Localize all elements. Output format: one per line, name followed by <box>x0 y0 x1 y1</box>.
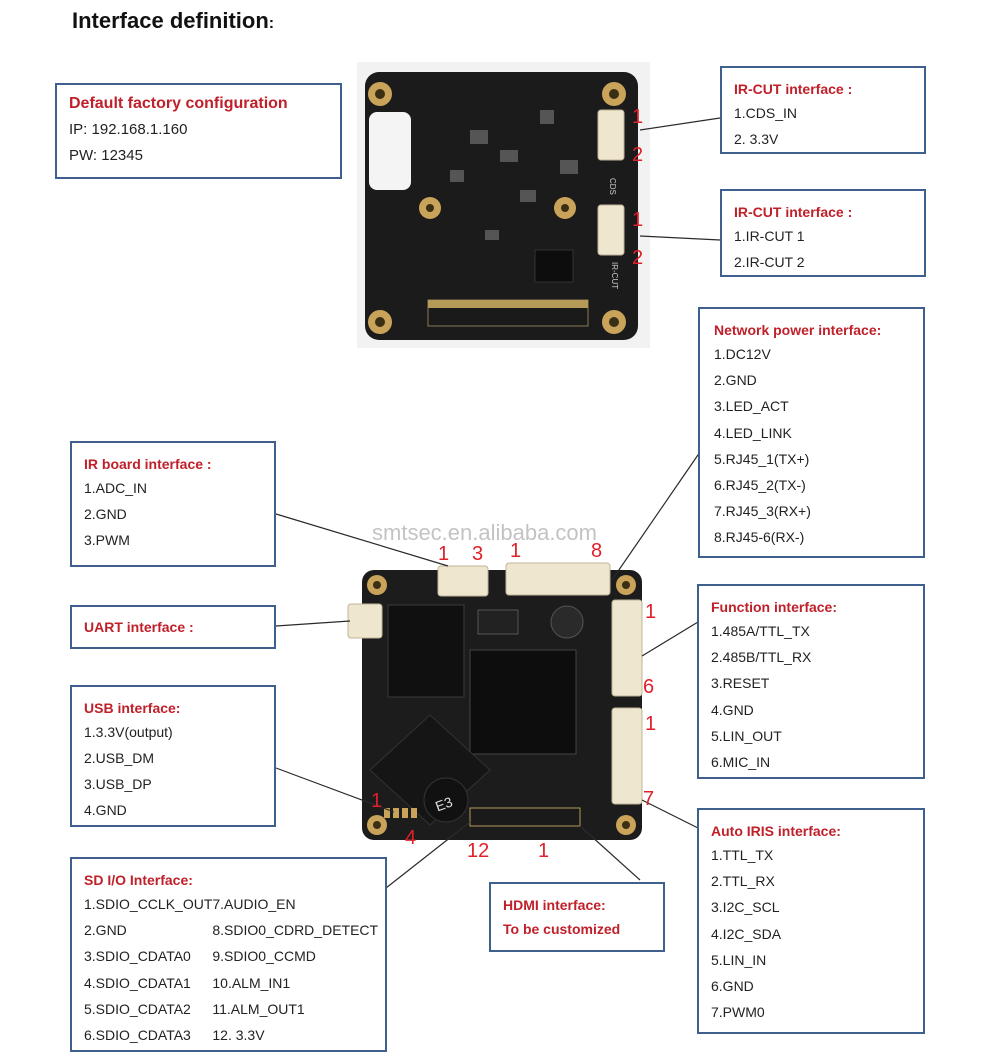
ircut-cds-box: IR-CUT interface : 1.CDS_IN 2. 3.3V <box>720 66 926 154</box>
pin-number: 1 <box>632 106 644 128</box>
function-line: 1.485A/TTL_TX <box>711 623 810 639</box>
pin-number: 2 <box>632 144 644 166</box>
pin-number: 1 <box>645 713 657 735</box>
hdmi-heading: HDMI interface: <box>503 897 606 913</box>
pin-number: 8 <box>591 540 603 562</box>
ircut-cds-line: 2. 3.3V <box>734 131 779 147</box>
main-board: E3 <box>347 562 643 840</box>
network-power-line: 1.DC12V <box>714 346 771 362</box>
ircut-line: 1.IR-CUT 1 <box>734 228 805 244</box>
usb-heading: USB interface: <box>84 700 181 716</box>
pin-number: 3 <box>472 543 484 565</box>
function-line: 6.MIC_IN <box>711 754 771 771</box>
function-heading: Function interface: <box>711 599 838 615</box>
pin-number: 6 <box>643 676 655 698</box>
function-line: 3.RESET <box>711 675 770 692</box>
factory-config-box: Default factory configuration IP: 192.16… <box>55 83 342 179</box>
ir-board-line: 2.GND <box>84 506 127 522</box>
ircut-cds-heading: IR-CUT interface : <box>734 81 853 97</box>
auto-iris-line: 1.TTL_TX <box>711 847 774 863</box>
hdmi-note: To be customized <box>503 921 621 937</box>
pin-number: 1 <box>510 540 522 562</box>
sdio-line: 7.AUDIO_EN <box>212 896 296 912</box>
network-power-line: 8.RJ45-6(RX-) <box>714 529 805 546</box>
usb-box: USB interface: 1.3.3V(output) 2.USB_DM 3… <box>70 685 276 827</box>
function-box: Function interface: 1.485A/TTL_TX 2.485B… <box>697 584 925 779</box>
sdio-line: 5.SDIO_CDATA2 <box>84 1000 191 1017</box>
factory-config-heading: Default factory configuration <box>69 95 288 112</box>
network-power-line: 7.RJ45_3(RX+) <box>714 503 811 520</box>
ir-board-line: 1.ADC_IN <box>84 480 148 496</box>
ircut-heading: IR-CUT interface : <box>734 204 853 220</box>
hdmi-box: HDMI interface: To be customized <box>489 882 665 952</box>
ircut-silk: IR-CUT <box>610 262 619 289</box>
sdio-line: 3.SDIO_CDATA0 <box>84 948 191 965</box>
pin-number: 1 <box>538 840 550 862</box>
sdio-line: 6.SDIO_CDATA3 <box>84 1027 191 1044</box>
auto-iris-line: 3.I2C_SCL <box>711 899 780 916</box>
pin-number: 1 <box>371 790 383 812</box>
pin-number: 12 <box>467 840 490 862</box>
sdio-line: 8.SDIO0_CDRD_DETECT <box>212 922 379 939</box>
ir-board-box: IR board interface : 1.ADC_IN 2.GND 3.PW… <box>70 441 276 567</box>
pin-number: 1 <box>645 601 657 623</box>
ir-board-heading: IR board interface : <box>84 456 212 472</box>
auto-iris-line: 4.I2C_SDA <box>711 925 782 942</box>
network-power-line: 6.RJ45_2(TX-) <box>714 477 806 494</box>
buzzer-silk: E3 <box>433 793 455 814</box>
sdio-line: 1.SDIO_CCLK_OUT <box>84 896 213 912</box>
page-title: Interface definition: <box>72 8 275 33</box>
top-board: CDS IR-CUT <box>357 62 650 348</box>
pin-number: 1 <box>438 543 450 565</box>
sdio-line: 2.GND <box>84 922 127 939</box>
function-line: 2.485B/TTL_RX <box>711 649 812 666</box>
auto-iris-line: 5.LIN_IN <box>711 951 767 968</box>
pin-number: 4 <box>405 827 417 849</box>
uart-heading: UART interface : <box>84 619 194 635</box>
sdio-line: 4.SDIO_CDATA1 <box>84 974 191 991</box>
network-power-box: Network power interface: 1.DC12V 2.GND 3… <box>698 307 925 558</box>
auto-iris-line: 6.GND <box>711 978 754 995</box>
ircut-box: IR-CUT interface : 1.IR-CUT 1 2.IR-CUT 2 <box>720 189 926 277</box>
sdio-line: 9.SDIO0_CCMD <box>212 948 316 965</box>
function-line: 4.GND <box>711 701 754 718</box>
sdio-box: SD I/O Interface: 1.SDIO_CCLK_OUT 2.GND … <box>70 857 387 1052</box>
factory-ip: IP: 192.168.1.160 <box>69 121 188 138</box>
sdio-line: 10.ALM_IN1 <box>212 974 291 991</box>
pin-number: 7 <box>643 788 655 810</box>
usb-line: 2.USB_DM <box>84 750 155 766</box>
usb-line: 3.USB_DP <box>84 776 152 792</box>
factory-pw: PW: 12345 <box>69 147 143 164</box>
pin-number: 1 <box>632 209 644 231</box>
network-power-line: 5.RJ45_1(TX+) <box>714 450 810 467</box>
uart-box: UART interface : <box>70 605 276 649</box>
network-power-heading: Network power interface: <box>714 322 882 338</box>
ircut-cds-line: 1.CDS_IN <box>734 105 798 121</box>
network-power-line: 4.LED_LINK <box>714 424 792 441</box>
ir-board-line: 3.PWM <box>84 532 130 548</box>
pin-number: 2 <box>632 247 644 269</box>
auto-iris-line: 7.PWM0 <box>711 1004 765 1021</box>
auto-iris-box: Auto IRIS interface: 1.TTL_TX 2.TTL_RX 3… <box>697 808 925 1034</box>
watermark: smtsec.en.alibaba.com <box>372 520 597 545</box>
network-power-line: 3.LED_ACT <box>714 398 789 415</box>
usb-line: 1.3.3V(output) <box>84 724 173 740</box>
auto-iris-line: 2.TTL_RX <box>711 873 775 890</box>
sdio-line: 11.ALM_OUT1 <box>212 1000 305 1017</box>
ircut-line: 2.IR-CUT 2 <box>734 254 805 270</box>
network-power-line: 2.GND <box>714 372 757 389</box>
usb-line: 4.GND <box>84 802 127 818</box>
auto-iris-heading: Auto IRIS interface: <box>711 823 841 839</box>
sdio-heading: SD I/O Interface: <box>84 872 193 888</box>
cds-silk: CDS <box>608 178 617 195</box>
function-line: 5.LIN_OUT <box>711 727 782 744</box>
sdio-line: 12. 3.3V <box>212 1027 265 1044</box>
